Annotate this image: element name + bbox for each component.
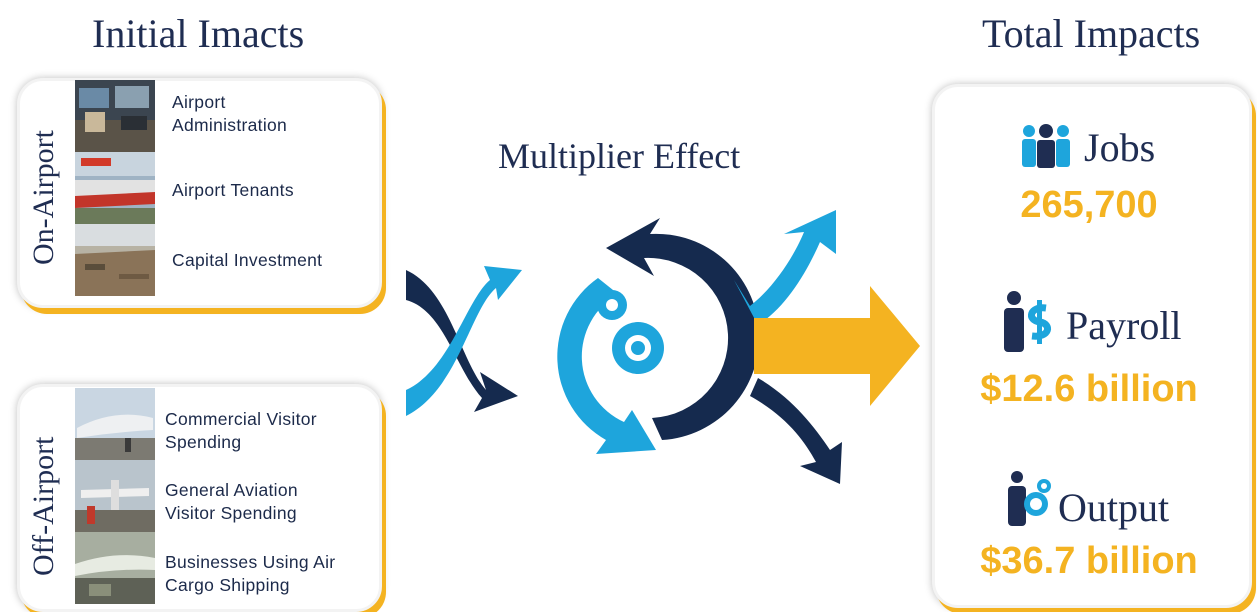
jobs-value: 265,700 xyxy=(1020,184,1158,226)
payroll-label: Payroll xyxy=(1066,303,1182,348)
person-gear-icon xyxy=(1008,471,1051,526)
people-icon xyxy=(1022,124,1070,168)
output-value: $36.7 billion xyxy=(980,540,1198,582)
multiplier-effect-heading: Multiplier Effect xyxy=(498,136,741,176)
on-airport-photos xyxy=(75,80,155,298)
on-airport-item-admin: Airport Administration xyxy=(172,92,288,135)
cycle-arrows-icon xyxy=(557,218,760,454)
airport-tenants-photo xyxy=(75,152,155,224)
airport-admin-photo xyxy=(75,80,155,152)
air-cargo-photo xyxy=(75,532,155,604)
gears-icon xyxy=(597,290,664,374)
total-impacts-box xyxy=(932,84,1252,608)
payroll-value: $12.6 billion xyxy=(980,368,1198,410)
general-aviation-photo xyxy=(75,460,155,532)
on-airport-item-capital: Capital Investment xyxy=(172,250,323,270)
multiplier-graphic xyxy=(406,210,920,484)
person-dollar-icon xyxy=(1004,291,1051,352)
off-airport-item-cargo: Businesses Using Air Cargo Shipping xyxy=(165,552,336,595)
initial-impacts-heading: Initial Imacts xyxy=(92,11,305,56)
on-airport-item-tenants: Airport Tenants xyxy=(172,180,294,200)
off-airport-item-commercial: Commercial Visitor Spending xyxy=(165,409,317,452)
total-impacts-heading: Total Impacts xyxy=(982,11,1201,56)
on-airport-label: On-Airport xyxy=(27,130,60,265)
off-airport-item-general-aviation: General Aviation Visitor Spending xyxy=(165,480,298,523)
off-airport-label: Off-Airport xyxy=(27,436,60,576)
capital-investment-photo xyxy=(75,224,155,296)
output-label: Output xyxy=(1058,485,1170,530)
jobs-label: Jobs xyxy=(1084,125,1156,170)
off-airport-photos xyxy=(75,388,155,606)
output-arrows xyxy=(734,210,920,484)
commercial-visitor-photo xyxy=(75,388,155,460)
input-arrows xyxy=(406,266,522,416)
